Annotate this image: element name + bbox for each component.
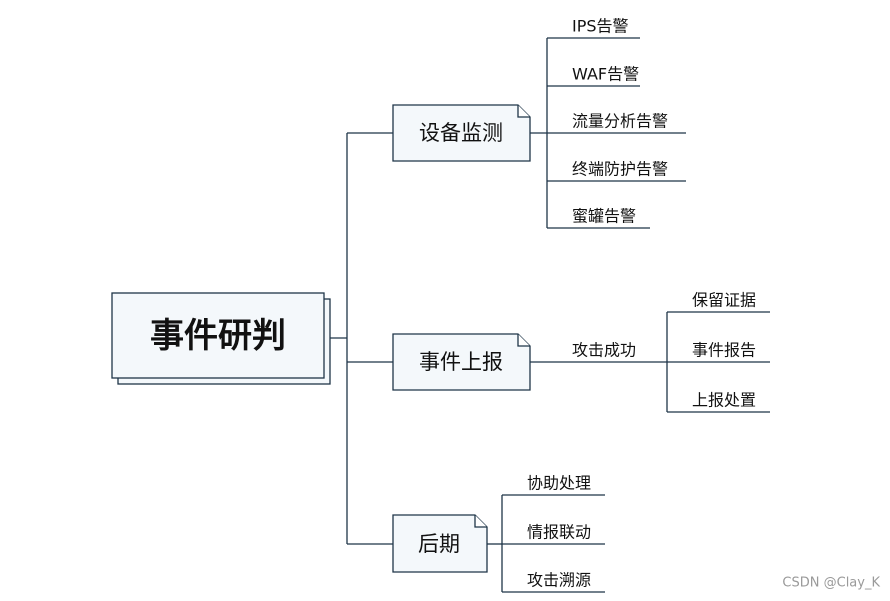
branch-label-3: 后期 <box>418 532 460 556</box>
leaf-label[interactable]: 流量分析告警 <box>572 112 668 131</box>
leaf-label[interactable]: IPS告警 <box>572 17 629 36</box>
connectors <box>325 37 770 593</box>
root-node[interactable]: 事件研判 <box>111 292 331 385</box>
branch-label-1: 设备监测 <box>419 121 503 145</box>
leaf-label[interactable]: WAF告警 <box>572 65 639 84</box>
leaf-label[interactable]: 攻击溯源 <box>527 571 591 590</box>
leaf-label[interactable]: 协助处理 <box>527 474 591 493</box>
leaf-label[interactable]: 终端防护告警 <box>572 160 668 179</box>
mid-label[interactable]: 攻击成功 <box>572 341 636 360</box>
watermark: CSDN @Clay_K <box>782 576 880 591</box>
branch-node-3[interactable]: 后期 <box>392 514 488 573</box>
branch-node-2[interactable]: 事件上报 <box>392 333 531 391</box>
branch-label-2: 事件上报 <box>419 350 503 374</box>
leaf-label[interactable]: 情报联动 <box>527 523 591 542</box>
leaf-label[interactable]: 事件报告 <box>692 341 756 360</box>
leaf-label[interactable]: 保留证据 <box>692 291 756 310</box>
leaf-label[interactable]: 上报处置 <box>692 391 756 410</box>
branch-node-1[interactable]: 设备监测 <box>392 104 531 162</box>
root-label: 事件研判 <box>150 316 286 356</box>
leaf-label[interactable]: 蜜罐告警 <box>572 207 636 226</box>
